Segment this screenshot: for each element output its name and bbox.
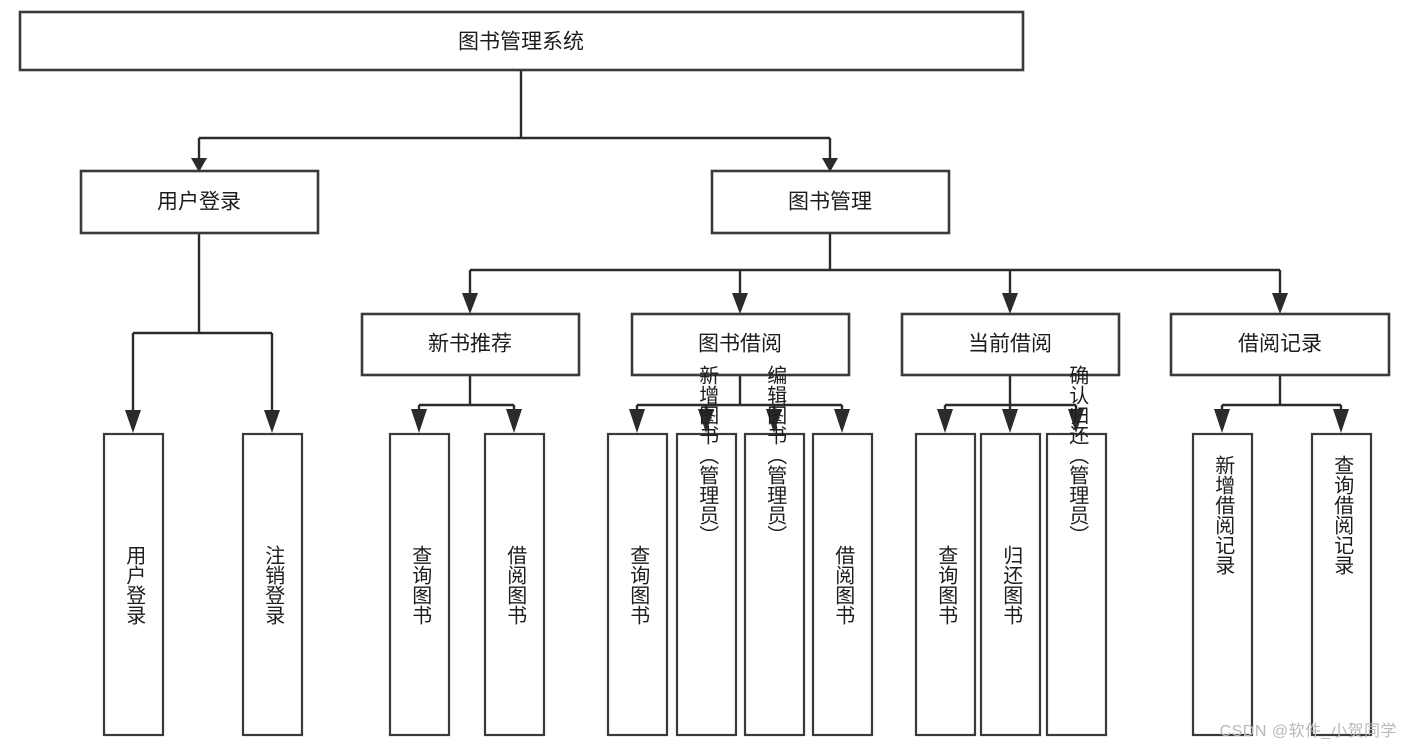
leaf-node[interactable]: 用户登录 [102, 432, 165, 737]
leaf-user-logout-label: 注销登录 [262, 545, 285, 625]
arrow-head-newbook-leaf-2 [506, 409, 522, 433]
arrow-head-currentborrow-leaf-3 [1068, 409, 1084, 433]
node-borrow-record[interactable]: 借阅记录 [1169, 312, 1391, 377]
leaf-bookborrow-query-label: 查询图书 [627, 545, 650, 625]
leaf-bookborrow-add-box[interactable] [675, 432, 738, 737]
node-user-login-box[interactable] [79, 169, 320, 235]
leaf-bookborrow-add-label: 新增图书（管理员） [696, 365, 719, 545]
node-book-manage-label: 图书管理 [788, 191, 872, 214]
leaf-node[interactable]: 查询借阅记录 [1310, 432, 1373, 737]
node-user-login[interactable]: 用户登录 [79, 169, 320, 235]
leaf-node[interactable]: 查询图书 [388, 432, 451, 737]
arrow-head-bookborrow-leaf-4 [834, 409, 850, 433]
leaf-borrowrecord-add-label: 新增借阅记录 [1212, 455, 1235, 575]
arrow-head-current-borrow [1002, 293, 1018, 314]
leaf-newbook-borrow-label: 借阅图书 [504, 545, 527, 625]
leaf-node[interactable]: 借阅图书 [811, 432, 874, 737]
arrow-head-borrowrecord-leaf-2 [1333, 409, 1349, 433]
leaf-node[interactable]: 借阅图书 [483, 432, 546, 737]
leaf-currentborrow-query-box[interactable] [914, 432, 977, 737]
node-new-book-recommend-box[interactable] [360, 312, 581, 377]
leaf-node[interactable]: 查询图书 [606, 432, 669, 737]
arrow-head-bookborrow-leaf-2 [698, 409, 714, 433]
leaf-bookborrow-query-box[interactable] [606, 432, 669, 737]
leaf-node[interactable]: 确认归还（管理员） [1045, 365, 1108, 737]
leaf-currentborrow-confirm-box[interactable] [1045, 432, 1108, 737]
leaf-bookborrow-edit-label: 编辑图书（管理员） [764, 365, 787, 545]
arrow-head-currentborrow-leaf-2 [1002, 409, 1018, 433]
leaf-borrowrecord-query-label: 查询借阅记录 [1331, 455, 1354, 575]
arrow-head-borrow-record [1272, 293, 1288, 314]
arrow-head-leaf-user-logout [264, 410, 280, 433]
node-book-borrow[interactable]: 图书借阅 [630, 312, 851, 377]
node-book-manage[interactable]: 图书管理 [710, 169, 951, 235]
leaf-bookborrow-edit-box[interactable] [743, 432, 806, 737]
node-borrow-record-box[interactable] [1169, 312, 1391, 377]
node-current-borrow-label: 当前借阅 [968, 333, 1052, 356]
leaf-user-login-box[interactable] [102, 432, 165, 737]
leaf-borrowrecord-query-box[interactable] [1310, 432, 1373, 737]
leaf-node[interactable]: 编辑图书（管理员） [743, 365, 806, 737]
arrow-head-currentborrow-leaf-1 [937, 409, 953, 433]
node-new-book-recommend-label: 新书推荐 [428, 333, 512, 356]
arrow-head-book-borrow [732, 293, 748, 314]
node-book-borrow-box[interactable] [630, 312, 851, 377]
leaf-bookborrow-borrow-label: 借阅图书 [832, 545, 855, 625]
leaf-node[interactable]: 注销登录 [241, 432, 304, 737]
leaf-node[interactable]: 查询图书 [914, 432, 977, 737]
arrow-head-newbook-leaf-1 [411, 409, 427, 433]
node-user-login-label: 用户登录 [157, 191, 241, 214]
leaf-bookborrow-borrow-box[interactable] [811, 432, 874, 737]
node-borrow-record-label: 借阅记录 [1238, 333, 1322, 356]
leaf-newbook-query-box[interactable] [388, 432, 451, 737]
arrow-head-bookborrow-leaf-3 [766, 409, 782, 433]
node-book-borrow-label: 图书借阅 [698, 333, 782, 356]
node-current-borrow-box[interactable] [900, 312, 1121, 377]
arrow-head-new-book [462, 293, 478, 314]
arrow-head-bookborrow-leaf-1 [629, 409, 645, 433]
arrow-head-borrowrecord-leaf-1 [1214, 409, 1230, 433]
node-new-book-recommend[interactable]: 新书推荐 [360, 312, 581, 377]
leaf-user-logout-box[interactable] [241, 432, 304, 737]
node-root-box[interactable] [18, 10, 1025, 72]
leaf-node[interactable]: 归还图书 [979, 432, 1042, 737]
node-book-manage-box[interactable] [710, 169, 951, 235]
node-root[interactable]: 图书管理系统 [18, 10, 1025, 72]
leaf-user-login-label: 用户登录 [123, 545, 146, 625]
node-root-label: 图书管理系统 [458, 31, 584, 54]
leaf-node[interactable]: 新增图书（管理员） [675, 365, 738, 737]
leaf-currentborrow-return-box[interactable] [979, 432, 1042, 737]
leaf-newbook-borrow-box[interactable] [483, 432, 546, 737]
leaf-currentborrow-return-label: 归还图书 [1000, 545, 1023, 625]
arrow-head-leaf-user-login [125, 410, 141, 433]
arrow-head-user-login [191, 158, 207, 172]
leaf-node[interactable]: 新增借阅记录 [1191, 432, 1254, 737]
leaf-borrowrecord-add-box[interactable] [1191, 432, 1254, 737]
leaf-currentborrow-query-label: 查询图书 [935, 545, 958, 625]
connector-layer [125, 70, 1349, 433]
node-current-borrow[interactable]: 当前借阅 [900, 312, 1121, 377]
leaf-currentborrow-confirm-label: 确认归还（管理员） [1066, 365, 1089, 545]
arrow-head-book-manage [822, 158, 838, 172]
leaf-newbook-query-label: 查询图书 [409, 545, 432, 625]
